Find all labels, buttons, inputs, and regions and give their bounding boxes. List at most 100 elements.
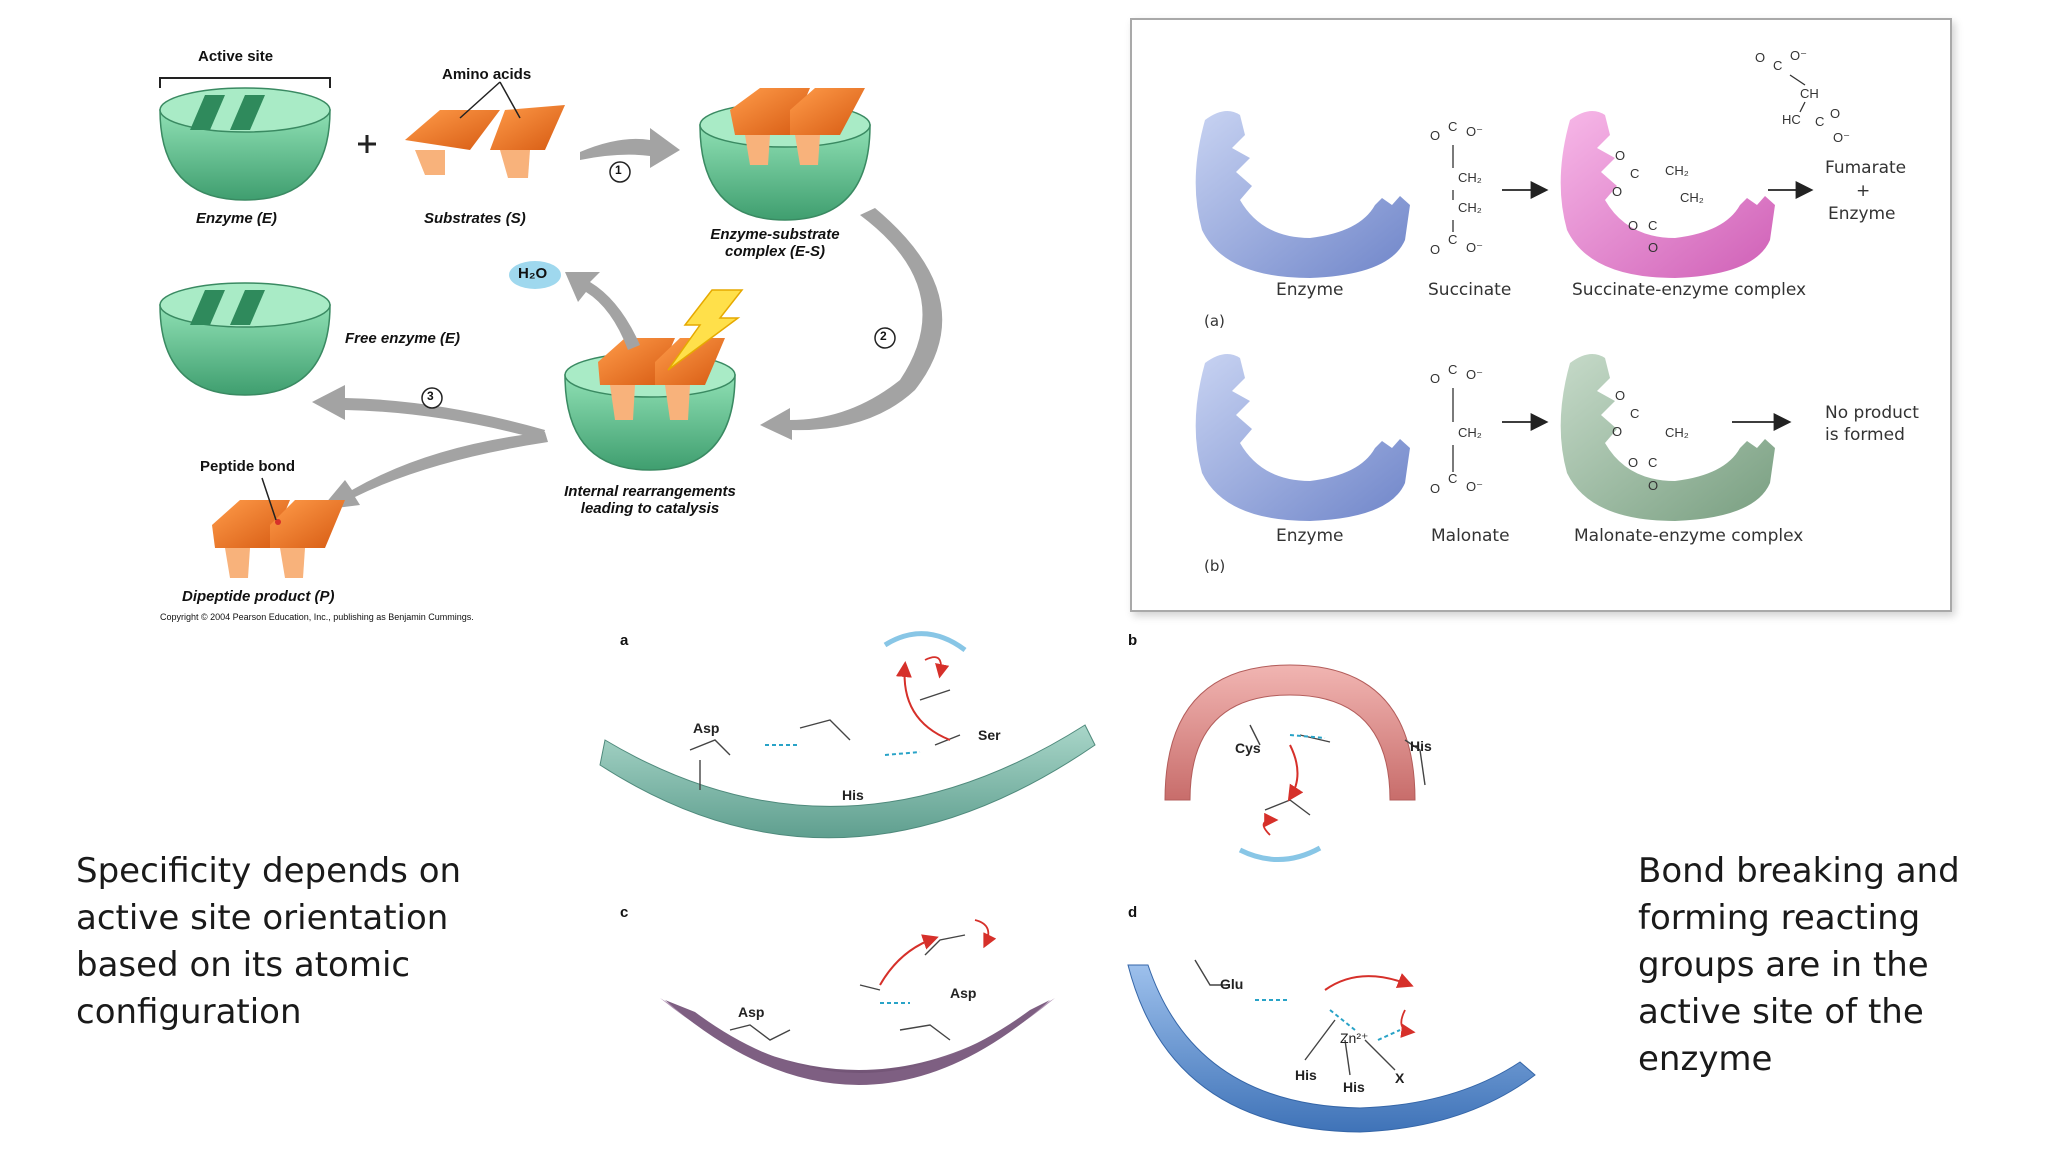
svg-text:C: C	[1448, 119, 1457, 134]
label-no-product-line2: is formed	[1825, 425, 1905, 445]
svg-text:C: C	[1448, 471, 1457, 486]
step-2-number: 2	[880, 329, 887, 343]
label-his-d1: His	[1295, 1067, 1317, 1083]
label-enzyme-b: Enzyme	[1276, 526, 1344, 546]
mechanism-d-arc	[1127, 964, 1536, 1133]
svg-text:C: C	[1648, 455, 1657, 470]
label-es-complex: Enzyme-substrate complex (E-S)	[690, 226, 860, 260]
label-x-d: X	[1395, 1070, 1405, 1086]
svg-text:O: O	[1830, 106, 1840, 121]
label-malonate-complex: Malonate-enzyme complex	[1574, 526, 1804, 546]
arrow-step-1	[580, 128, 680, 168]
svg-text:CH₂: CH₂	[1458, 170, 1482, 185]
step-3-number: 3	[427, 389, 434, 403]
svg-text:C: C	[1630, 406, 1639, 421]
step-1-circle	[609, 161, 631, 183]
svg-text:C: C	[1448, 232, 1457, 247]
svg-text:O: O	[1612, 184, 1622, 199]
mechanism-a-hbond	[765, 744, 921, 756]
step-3-circle	[421, 387, 443, 409]
label-asp-c1: Asp	[738, 1004, 765, 1020]
label-ser-a: Ser	[978, 727, 1001, 743]
arrow-step-3-upper	[312, 385, 545, 440]
arrow-step-2	[760, 208, 943, 440]
svg-text:C: C	[1448, 362, 1457, 377]
mechanism-d-arrow	[1324, 973, 1414, 991]
mechanism-c-arrow	[879, 934, 939, 986]
svg-text:O: O	[1430, 481, 1440, 496]
svg-text:CH₂: CH₂	[1665, 163, 1689, 178]
mechanism-letter-d: d	[1128, 904, 1138, 921]
lightning-icon	[667, 289, 744, 371]
mechanism-a-arrow	[895, 661, 951, 741]
step-1-number: 1	[615, 163, 622, 177]
label-zn-d: Zn²⁺	[1340, 1030, 1369, 1046]
mechanism-c-chem	[729, 934, 966, 1041]
svg-text:O⁻: O⁻	[1790, 48, 1807, 63]
label-enzyme-product: Enzyme	[1828, 204, 1896, 224]
label-plus: +	[1856, 181, 1871, 201]
svg-text:C: C	[1773, 58, 1782, 73]
svg-text:O: O	[1755, 50, 1765, 65]
label-free-enzyme: Free enzyme (E)	[345, 330, 461, 347]
label-no-product-line1: No product	[1825, 403, 1919, 423]
water-bubble	[509, 261, 561, 289]
mechanism-d-chem	[1194, 959, 1396, 1076]
mechanism-a-swoop	[924, 656, 950, 679]
caption-bond-breaking: Bond breaking and forming reacting group…	[1638, 851, 1960, 1079]
svg-text:C: C	[1630, 166, 1639, 181]
mechanism-letter-a: a	[620, 632, 629, 649]
step-2-circle	[874, 327, 896, 349]
label-malonate: Malonate	[1431, 526, 1510, 546]
label-water: H₂O	[518, 265, 548, 282]
enzyme-b-shape	[1195, 354, 1410, 521]
mechanism-a-chem	[689, 689, 961, 790]
svg-text:O: O	[1430, 242, 1440, 257]
mechanism-a-blue-cap	[883, 631, 967, 653]
mechanism-letter-c: c	[620, 904, 629, 921]
succinate-complex-shape	[1560, 111, 1775, 278]
label-enzyme-a: Enzyme	[1276, 280, 1344, 300]
label-asp-c2: Asp	[950, 985, 977, 1001]
malonate-complex-shape	[1560, 354, 1775, 521]
label-succinate-complex: Succinate-enzyme complex	[1572, 280, 1807, 300]
svg-text:O: O	[1430, 371, 1440, 386]
mechanism-b-arc	[1164, 664, 1416, 801]
label-his-a: His	[842, 787, 864, 803]
internal-complex-shape	[564, 338, 736, 471]
svg-text:O: O	[1430, 128, 1440, 143]
enzyme-e-shape	[159, 87, 331, 201]
amino-acids-pointer	[459, 81, 521, 119]
label-his-b: His	[1410, 738, 1432, 754]
caption-specificity: Specificity depends on active site orien…	[76, 851, 462, 1032]
label-enzyme-e: Enzyme (E)	[196, 210, 277, 227]
label-es-complex-line1: Enzyme-substrate	[710, 226, 840, 243]
arrow-step-3-lower	[320, 432, 548, 510]
label-fumarate: Fumarate	[1825, 158, 1907, 178]
label-internal-line2: leading to catalysis	[580, 500, 720, 517]
svg-text:O: O	[1612, 424, 1622, 439]
svg-text:O⁻: O⁻	[1466, 240, 1483, 255]
mechanism-d-swoop	[1400, 1009, 1416, 1038]
svg-text:C: C	[1815, 114, 1824, 129]
es-complex-shape	[699, 88, 871, 221]
svg-text:CH₂: CH₂	[1458, 200, 1482, 215]
label-dipeptide: Dipeptide product (P)	[182, 588, 335, 605]
dipeptide-shape	[212, 500, 345, 578]
svg-text:C: C	[1648, 218, 1657, 233]
free-enzyme-shape	[159, 282, 331, 396]
label-cys-b: Cys	[1235, 740, 1261, 756]
svg-text:O: O	[1648, 478, 1658, 493]
copyright-text: Copyright © 2004 Pearson Education, Inc.…	[160, 612, 474, 622]
svg-text:O⁻: O⁻	[1466, 479, 1483, 494]
svg-text:O: O	[1628, 218, 1638, 233]
substrate-shapes	[405, 105, 565, 178]
mechanism-c-swoop	[974, 919, 997, 949]
mechanism-b-arrow	[1287, 744, 1304, 802]
label-no-product: No product is formed	[1825, 402, 1919, 446]
mechanism-b-swoop	[1262, 812, 1279, 836]
